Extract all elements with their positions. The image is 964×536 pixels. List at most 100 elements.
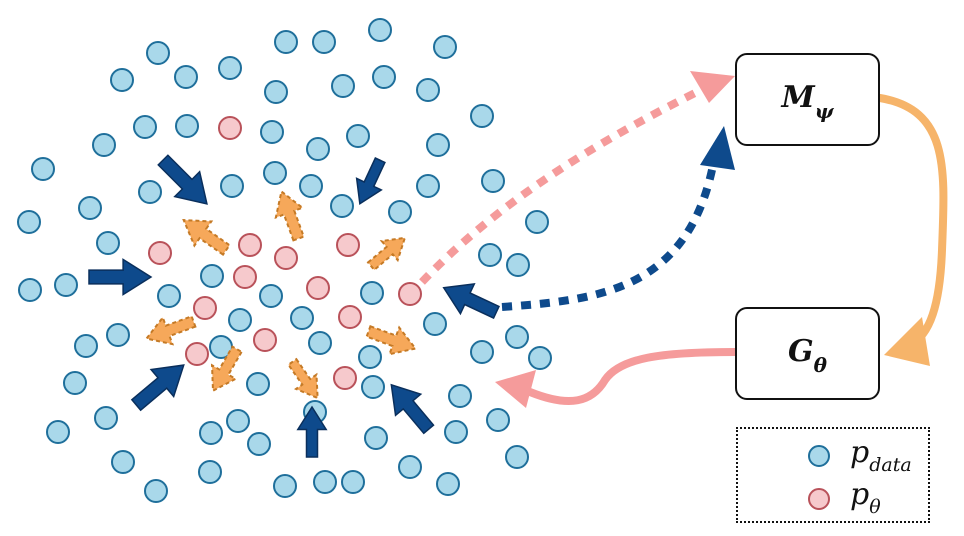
data-point	[528, 346, 552, 370]
data-point	[198, 460, 222, 484]
data-point	[174, 65, 198, 89]
legend: pdata pθ	[736, 427, 930, 523]
data-point	[506, 253, 530, 277]
data-point	[138, 180, 162, 204]
data-point	[218, 56, 242, 80]
data-point	[525, 210, 549, 234]
data-point	[175, 114, 199, 138]
data-point	[470, 340, 494, 364]
dashed-spread-arrows	[144, 189, 418, 400]
data-point	[133, 115, 157, 139]
data-point	[144, 479, 168, 503]
data-point	[331, 74, 355, 98]
spread-arrow	[366, 236, 407, 272]
pink-dotted-arrowhead	[690, 71, 735, 103]
data-point	[111, 450, 135, 474]
data-point	[481, 169, 505, 193]
data-point	[444, 420, 468, 444]
spread-arrow	[287, 357, 319, 400]
data-point	[228, 308, 252, 332]
model-point	[238, 233, 262, 257]
data-point	[361, 375, 385, 399]
model-point	[333, 366, 357, 390]
data-point	[259, 284, 283, 308]
model-point	[148, 241, 172, 265]
g-theta-box: Gθ	[735, 307, 880, 400]
data-point	[247, 432, 271, 456]
data-point	[146, 41, 170, 65]
data-point	[416, 78, 440, 102]
data-point	[423, 312, 447, 336]
data-point	[199, 421, 223, 445]
data-point	[63, 371, 87, 395]
data-point	[54, 273, 78, 297]
m-psi-box: Mψ	[735, 53, 880, 146]
model-point	[253, 328, 277, 352]
data-point	[346, 124, 370, 148]
model-samples	[148, 116, 422, 390]
pink-arrowhead	[495, 370, 536, 408]
spread-arrow	[182, 219, 231, 256]
model-point	[274, 246, 298, 270]
spread-arrow	[365, 324, 418, 356]
data-point	[226, 409, 250, 433]
data-point	[505, 445, 529, 469]
push-arrow	[130, 364, 185, 412]
push-arrow	[355, 157, 386, 206]
data-point	[264, 80, 288, 104]
data-point	[426, 133, 450, 157]
push-arrow	[442, 282, 500, 320]
model-point	[233, 265, 257, 289]
blue-dotted-arrowhead	[700, 126, 735, 170]
orange-connector	[876, 94, 948, 349]
data-point	[505, 325, 529, 349]
data-point	[157, 284, 181, 308]
data-point	[364, 426, 388, 450]
data-point	[436, 472, 460, 496]
push-arrow	[296, 405, 328, 458]
legend-model-label: pθ	[850, 477, 881, 518]
data-point	[308, 331, 332, 355]
model-point	[218, 116, 242, 140]
data-point	[306, 137, 330, 161]
data-point	[433, 35, 457, 59]
data-point	[106, 323, 130, 347]
data-point	[18, 278, 42, 302]
orange-arrowhead	[884, 317, 930, 366]
pink-connector	[526, 348, 739, 406]
data-point	[17, 210, 41, 234]
data-point	[368, 18, 392, 42]
spread-arrow	[144, 314, 197, 346]
spread-arrow	[210, 345, 243, 393]
data-point	[260, 120, 284, 144]
push-arrow	[88, 258, 153, 296]
data-point	[360, 281, 384, 305]
data-point	[416, 174, 440, 198]
data-point	[46, 420, 70, 444]
model-point	[185, 342, 209, 366]
data-point	[313, 470, 337, 494]
data-point	[290, 306, 314, 330]
data-point	[486, 408, 510, 432]
data-point-icon	[808, 445, 830, 467]
data-point	[274, 30, 298, 54]
m-psi-label: Mψ	[781, 80, 834, 123]
data-point	[96, 231, 120, 255]
solid-push-arrows	[88, 154, 500, 458]
push-arrow	[157, 154, 208, 205]
model-point	[336, 233, 360, 257]
data-point	[220, 174, 244, 198]
data-point	[330, 194, 354, 218]
data-point	[470, 104, 494, 128]
data-point	[78, 196, 102, 220]
model-point	[306, 276, 330, 300]
data-point	[94, 406, 118, 430]
data-point	[448, 384, 472, 408]
data-point	[246, 372, 270, 396]
data-point	[372, 65, 396, 89]
data-point	[358, 345, 382, 369]
pink-dotted-connector	[419, 84, 707, 285]
data-point	[273, 474, 297, 498]
blue-dotted-connector	[501, 159, 718, 311]
legend-data-label: pdata	[850, 435, 912, 476]
